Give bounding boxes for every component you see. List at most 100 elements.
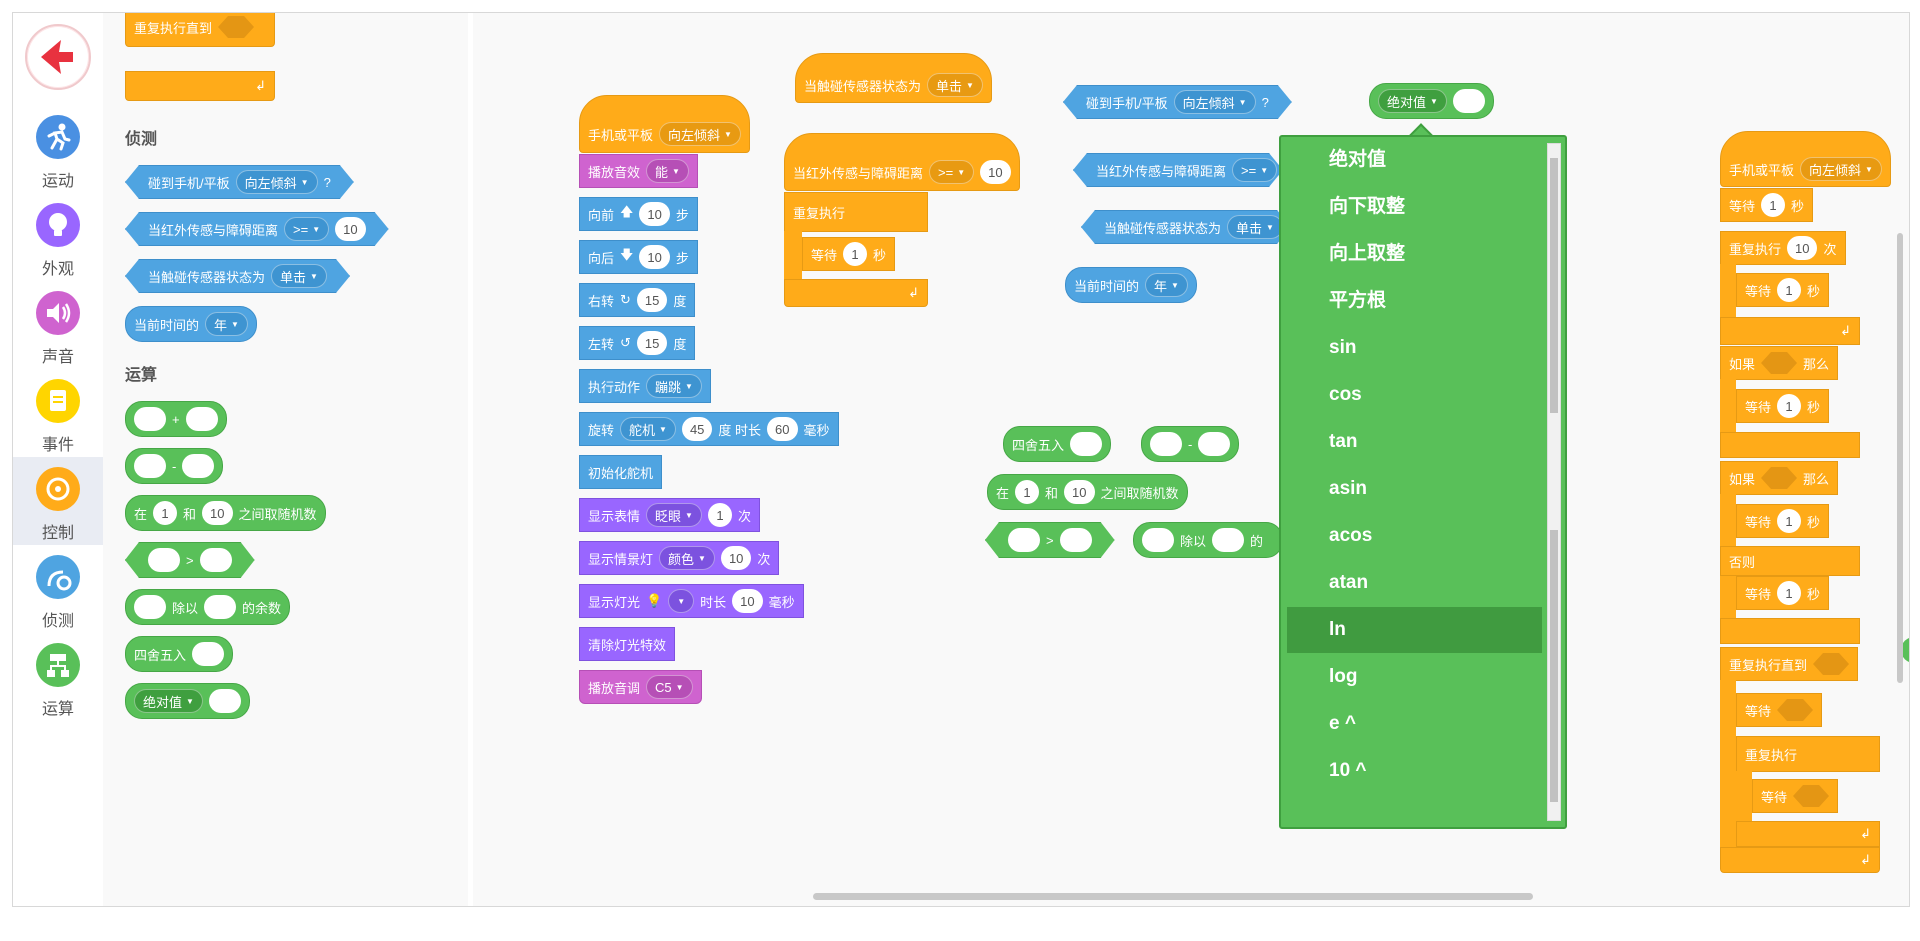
seconds-field[interactable]: 1 xyxy=(1777,278,1802,302)
touch-tilt-block[interactable]: 碰到手机/平板 向左倾斜 ? xyxy=(1063,85,1292,119)
play-sound-block[interactable]: 播放音效 能 xyxy=(579,154,698,188)
operand-slot[interactable] xyxy=(1452,89,1485,113)
operand-slot[interactable] xyxy=(134,407,166,431)
count-field[interactable]: 10 xyxy=(1787,236,1818,260)
count-field[interactable]: 10 xyxy=(720,546,752,570)
wait-until-block[interactable]: 等待 xyxy=(1736,693,1823,727)
operand-slot[interactable] xyxy=(1198,432,1231,456)
clear-light-block[interactable]: 清除灯光特效 xyxy=(579,627,676,661)
tilt-dropdown[interactable]: 向左倾斜 xyxy=(236,170,318,194)
wait-block[interactable]: 等待 1 秒 xyxy=(1736,389,1830,423)
duration-field[interactable]: 10 xyxy=(732,589,763,613)
condition-slot[interactable] xyxy=(218,16,254,38)
if-end[interactable] xyxy=(1720,432,1860,458)
operand-slot[interactable] xyxy=(1060,528,1092,552)
menu-scroll-thumb[interactable] xyxy=(1550,530,1558,802)
show-face-block[interactable]: 显示表情 眨眼 1 次 xyxy=(579,498,760,532)
add-block[interactable]: + xyxy=(125,401,227,437)
state-dropdown[interactable]: 单击 xyxy=(1227,215,1283,239)
move-forward-block[interactable]: 向前 🡅 10 步 xyxy=(579,197,698,231)
compare-dropdown[interactable]: >= xyxy=(1232,158,1277,182)
operand-slot[interactable] xyxy=(1008,528,1040,552)
wait-block[interactable]: 等待 1 秒 xyxy=(1720,188,1814,222)
compare-dropdown[interactable]: >= xyxy=(284,217,329,241)
repeat-block[interactable]: 重复执行 10 次 xyxy=(1720,231,1846,265)
wait-block[interactable]: 等待 1 秒 xyxy=(1736,273,1830,307)
touch-sensor-block[interactable]: 当触碰传感器状态为 单击 xyxy=(125,259,350,293)
menu-scrollbar[interactable] xyxy=(1547,143,1561,821)
repeat-until-block[interactable]: 重复执行直到 xyxy=(1720,647,1859,681)
touch-tilt-block[interactable]: 碰到手机/平板 向左倾斜 ? xyxy=(125,165,354,199)
tilt-dropdown[interactable]: 向左倾斜 xyxy=(1800,157,1882,181)
tilt-dropdown[interactable]: 向左倾斜 xyxy=(659,122,741,146)
subtract-block[interactable]: - xyxy=(125,448,224,484)
seconds-field[interactable]: 1 xyxy=(1777,394,1802,418)
category-looks[interactable]: 外观 xyxy=(13,193,103,281)
current-time-block[interactable]: 当前时间的 年 xyxy=(1065,267,1197,303)
menu-item-selected[interactable]: ln xyxy=(1287,607,1542,653)
condition-slot[interactable] xyxy=(1793,785,1829,807)
phone-tilt-hat[interactable]: 手机或平板 向左倾斜 xyxy=(579,95,750,153)
mod-block[interactable]: 除以 的 xyxy=(1133,522,1283,558)
wait-until-block[interactable]: 等待 xyxy=(1752,779,1839,813)
category-events[interactable]: 事件 xyxy=(13,369,103,457)
category-operators[interactable]: 运算 xyxy=(13,633,103,721)
action-dropdown[interactable]: 蹦跳 xyxy=(646,374,702,398)
degrees-field[interactable]: 45 xyxy=(681,417,713,441)
duration-field[interactable]: 60 xyxy=(767,417,798,441)
abs-block[interactable]: 绝对值 xyxy=(125,683,250,719)
category-control[interactable]: 控制 xyxy=(13,457,103,545)
menu-item[interactable]: 向上取整 xyxy=(1329,243,1406,264)
category-motion[interactable]: 运动 xyxy=(13,105,103,193)
seconds-field[interactable]: 1 xyxy=(1777,581,1802,605)
if-else-block[interactable]: 如果 那么 xyxy=(1720,461,1839,495)
operand-slot[interactable] xyxy=(200,548,232,572)
current-time-block[interactable]: 当前时间的 年 xyxy=(125,306,257,342)
mood-light-block[interactable]: 显示情景灯 颜色 10 次 xyxy=(579,541,780,575)
operand-slot[interactable] xyxy=(185,407,218,431)
operand-slot[interactable] xyxy=(182,454,215,478)
count-field[interactable]: 1 xyxy=(707,503,732,527)
wait-block[interactable]: 等待 1 秒 xyxy=(802,237,896,271)
operand-slot[interactable] xyxy=(208,689,241,713)
workspace-hscrollbar[interactable] xyxy=(813,893,1533,900)
random-block[interactable]: 在 1 和 10 之间取随机数 xyxy=(125,495,326,531)
show-light-block[interactable]: 显示灯光 💡 时长 10 毫秒 xyxy=(579,584,804,618)
wait-block[interactable]: 等待 1 秒 xyxy=(1736,576,1830,610)
menu-item[interactable]: e ^ xyxy=(1329,713,1356,734)
face-dropdown[interactable]: 眨眼 xyxy=(646,503,702,527)
operand-slot[interactable] xyxy=(134,454,166,478)
max-field[interactable]: 10 xyxy=(1064,480,1095,504)
menu-item[interactable]: 平方根 xyxy=(1329,290,1387,311)
turn-right-block[interactable]: 右转 ↻ 15 度 xyxy=(579,283,696,317)
rotate-servo-block[interactable]: 旋转 舵机 45 度 时长 60 毫秒 xyxy=(579,412,839,446)
menu-item[interactable]: atan xyxy=(1329,572,1369,593)
distance-field[interactable]: 10 xyxy=(335,217,365,241)
operand-slot[interactable] xyxy=(204,595,237,619)
ir-distance-block[interactable]: 当红外传感与障碍距离 >= 10 xyxy=(125,212,389,246)
if-else-end[interactable] xyxy=(1720,618,1860,644)
forever-end[interactable]: ↲ xyxy=(1736,821,1880,847)
min-field[interactable]: 1 xyxy=(153,501,178,525)
ir-distance-block[interactable]: 当红外传感与障碍距离 >= xyxy=(1073,153,1283,187)
menu-item[interactable]: cos xyxy=(1329,384,1362,405)
degrees-field[interactable]: 15 xyxy=(636,288,668,312)
state-dropdown[interactable]: 单击 xyxy=(927,73,983,97)
init-servo-block[interactable]: 初始化舵机 xyxy=(579,455,663,489)
color-dropdown[interactable]: 颜色 xyxy=(659,546,715,570)
light-dropdown[interactable] xyxy=(668,589,695,613)
condition-slot[interactable] xyxy=(1761,352,1797,374)
state-dropdown[interactable]: 单击 xyxy=(271,264,327,288)
perform-action-block[interactable]: 执行动作 蹦跳 xyxy=(579,369,711,403)
sound-dropdown[interactable]: 能 xyxy=(646,159,689,183)
move-back-block[interactable]: 向后 🡇 10 步 xyxy=(579,240,698,274)
touch-sensor-block[interactable]: 当触碰传感器状态为 单击 xyxy=(1081,210,1291,244)
touch-sensor-hat[interactable]: 当触碰传感器状态为 单击 xyxy=(795,53,992,103)
min-field[interactable]: 1 xyxy=(1015,480,1040,504)
operand-slot[interactable] xyxy=(1142,528,1174,552)
condition-slot[interactable] xyxy=(1761,467,1797,489)
round-block[interactable]: 四舍五入 xyxy=(125,636,234,672)
ir-distance-hat[interactable]: 当红外传感与障碍距离 >= 10 xyxy=(784,133,1020,191)
compare-dropdown[interactable]: >= xyxy=(929,160,975,184)
back-button[interactable] xyxy=(25,24,91,90)
